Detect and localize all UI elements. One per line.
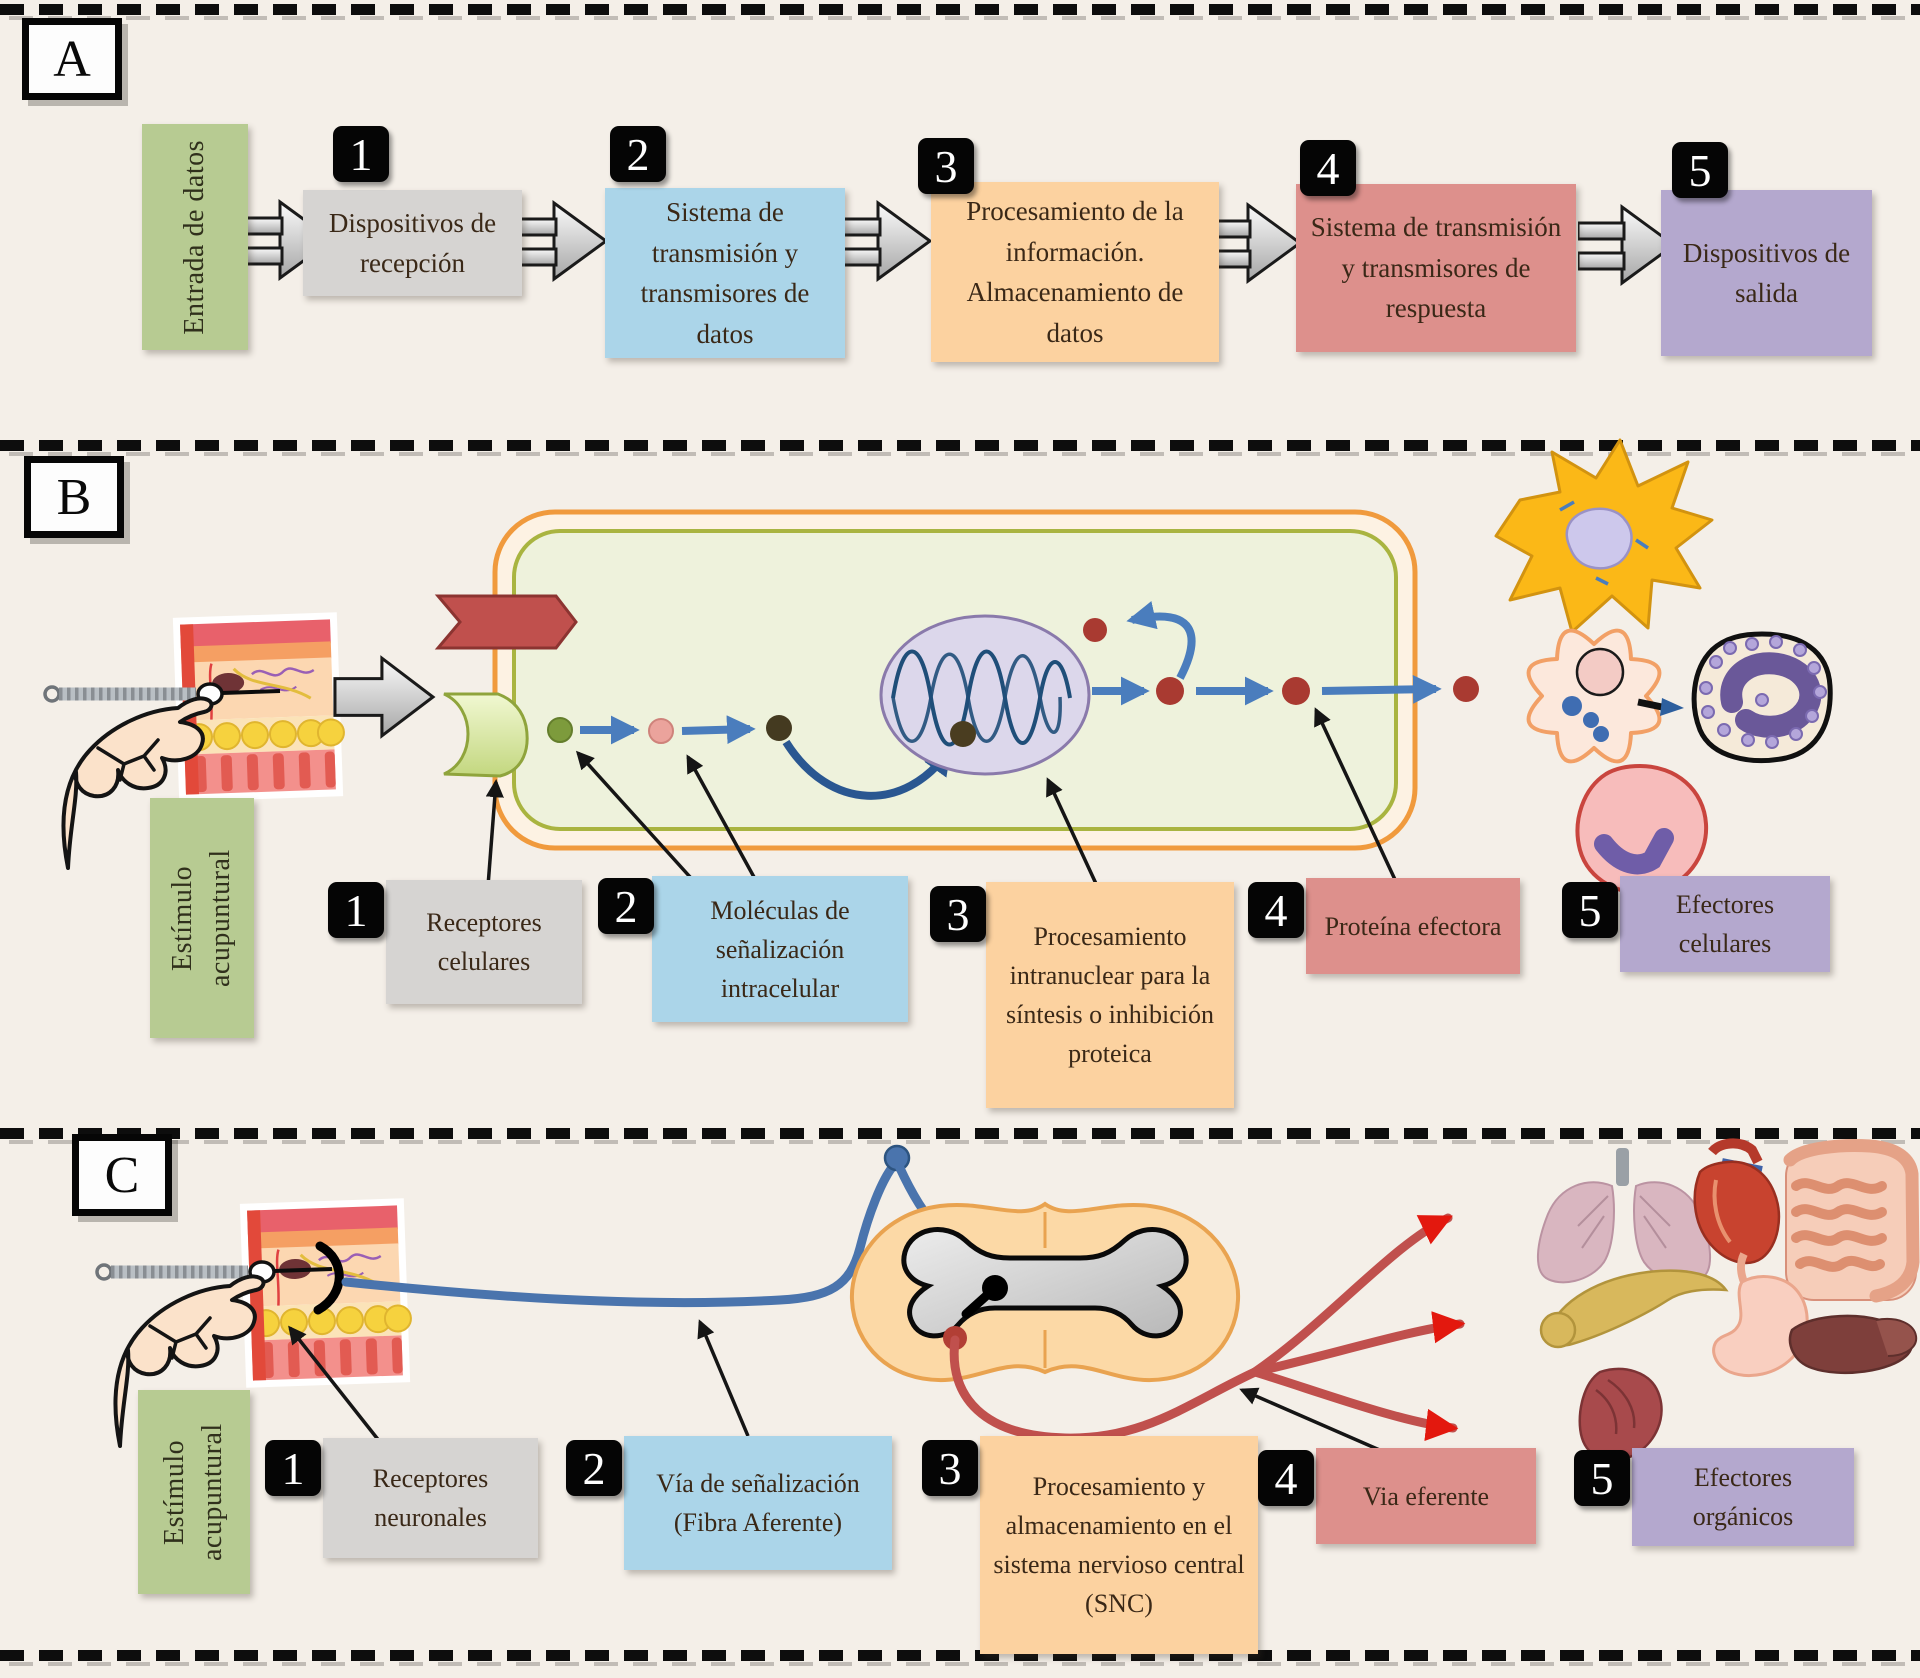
skin-cross-section [238,1196,415,1390]
step-box-a3: Procesamiento de la información. Almacen… [931,182,1219,362]
signal-molecule-dark [766,715,792,741]
step-badge-b5: 5 [1562,882,1618,938]
membrane-banner [434,594,578,650]
step-badge-a2: 2 [610,126,666,182]
step-box-c5: Efectores orgánicos [1632,1448,1854,1546]
signal-molecule-green [547,717,573,743]
dna-coil [891,652,1062,743]
input-box-a: Entrada de datos [142,124,248,350]
spinal-cord [849,1201,1241,1383]
flow-arrow [834,201,932,281]
nucleus [879,614,1091,776]
step-box-b5: Efectores celulares [1620,876,1830,972]
afferent-fiber [341,1159,900,1308]
effector-protein-dot [1282,677,1310,705]
step-badge-b4: 4 [1248,882,1304,938]
panel-tag-c: C [72,1134,172,1216]
mast-cell [1526,628,1662,764]
step-box-b1: Receptores celulares [386,880,582,1004]
liver [1788,1314,1918,1375]
step-badge-a4: 4 [1300,140,1356,196]
intestines [1783,1139,1920,1303]
lymphocyte-cell [1575,763,1709,895]
nucleus-dot [950,721,976,747]
panel-tag-a: A [22,18,122,100]
step-box-c1: Receptores neuronales [323,1438,538,1558]
release-dart-icon [1637,698,1684,716]
input-label-a: Entrada de datos [179,139,211,335]
granulocyte-cell [1691,631,1833,763]
input-box-b: Estímulo acupuntural [150,798,254,1038]
step-badge-a3: 3 [918,138,974,194]
flow-arrow [333,656,435,738]
step-badge-a5: 5 [1672,142,1728,198]
effector-protein-dot [1083,618,1107,642]
step-box-b4: Proteína efectora [1306,878,1520,974]
dashed-separator-top [0,4,1920,20]
step-badge-a1: 1 [333,126,389,182]
pancreas [1539,1269,1729,1349]
ganglion-dot [883,1144,911,1172]
flow-arrow [510,201,608,281]
dashed-separator-a-b [0,440,1920,456]
panel-tag-b: B [24,456,124,538]
step-box-b3: Procesamiento intranuclear para la sínte… [986,882,1234,1108]
label-pointer-arrows [288,1319,1399,1460]
step-box-a5: Dispositivos de salida [1661,190,1872,356]
input-label-c: Estímulo acupuntural [159,1423,228,1561]
dna-coil [891,649,1072,747]
step-badge-c5: 5 [1574,1450,1630,1506]
step-box-a2: Sistema de transmisión y transmisores de… [605,188,845,358]
input-label-b: Estímulo acupuntural [167,849,236,987]
macrophage-cell [1494,438,1714,634]
step-box-c3: Procesamiento y almacenamiento en el sis… [980,1436,1258,1654]
spleen [1578,1367,1663,1462]
signal-molecule-pink [648,718,674,744]
input-box-c: Estímulo acupuntural [138,1390,250,1594]
heart [1693,1138,1781,1265]
feedback-arrow [1126,601,1196,680]
step-box-b2: Moléculas de señalización intracelular [652,876,908,1022]
dashed-separator-bottom [0,1650,1920,1666]
cell-receptor [443,692,529,778]
step-badge-b2: 2 [598,878,654,934]
into-nucleus-arrow [782,739,952,800]
step-box-a1: Dispositivos de recepción [303,190,522,296]
step-badge-c1: 1 [265,1440,321,1496]
flow-arrow [1578,205,1676,285]
step-box-c2: Vía de señalización (Fibra Aferente) [624,1436,892,1570]
effector-protein-dot [1453,676,1479,702]
step-badge-c2: 2 [566,1440,622,1496]
step-badge-b1: 1 [328,882,384,938]
step-badge-c4: 4 [1258,1450,1314,1506]
lungs [1536,1148,1712,1284]
step-badge-c3: 3 [922,1440,978,1496]
panel-b-illustration [45,438,1833,895]
dashed-separator-b-c [0,1128,1920,1144]
label-pointer-arrows [485,707,1400,890]
effector-protein-dot [1156,677,1184,705]
neural-receptor-icon [313,1241,344,1315]
step-badge-b3: 3 [930,886,986,942]
step-box-c4: Via eferente [1316,1448,1536,1544]
step-box-a4: Sistema de transmisión y transmisores de… [1296,184,1576,352]
stomach [1712,1252,1809,1377]
panel-c-illustration [97,1138,1920,1462]
